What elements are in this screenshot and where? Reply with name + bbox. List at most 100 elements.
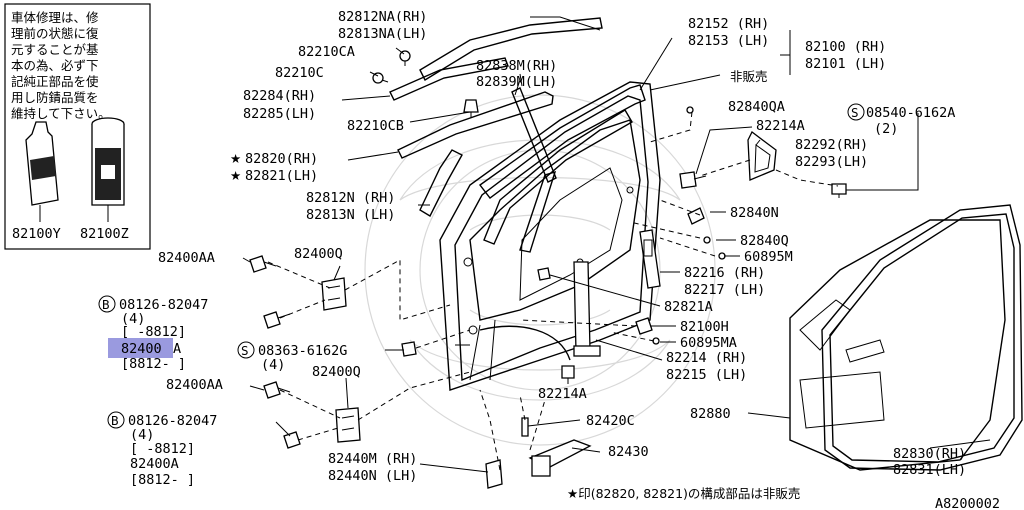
clip-82210C (372, 72, 389, 84)
product-label-82100y: 82100Y (12, 226, 61, 242)
star-mark: ★ (230, 168, 241, 183)
plug-82840QA (686, 106, 694, 114)
label-82100: 82100 (RH) (805, 39, 886, 55)
label-82400A-bottom: 82400A (130, 456, 179, 472)
label-82420C: 82420C (586, 413, 635, 429)
label-82821: 82821(LH) (245, 168, 318, 184)
label-08363-qty: (4) (261, 357, 285, 373)
label-82210C: 82210C (275, 65, 324, 81)
plug-82100H (635, 317, 653, 335)
check-link-82430 (528, 439, 592, 477)
label-82812N: 82812N (RH) (306, 190, 395, 206)
label-82400Q-top: 82400Q (294, 246, 343, 262)
label-82214A-top: 82214A (756, 118, 805, 134)
striker-82216 (639, 229, 661, 289)
notice-line: 車体修理は、修 (11, 10, 99, 25)
highlight-82400A (108, 338, 173, 358)
label-82214A-bottom: 82214A (538, 386, 587, 402)
bolt-82214A-bottom (561, 365, 575, 379)
label-82293: 82293(LH) (795, 154, 868, 170)
label-82214: 82214 (RH) (666, 350, 747, 366)
trim-panel-82880 (789, 219, 1006, 471)
label-82292: 82292(RH) (795, 137, 868, 153)
label-82830: 82830(RH) (893, 446, 966, 462)
label-82400AA-bottom: 82400AA (166, 377, 223, 393)
label-08126-bottom-range: [ -8812] (130, 441, 195, 457)
label-82101: 82101 (LH) (805, 56, 886, 72)
bracket-82440M (485, 459, 503, 489)
label-82284: 82284(RH) (243, 88, 316, 104)
label-8812-bottom: [8812- ] (130, 472, 195, 488)
label-08126-bottom-qty: (4) (130, 427, 154, 443)
notice-line: 用し防錆品質を (11, 90, 99, 105)
label-82215: 82215 (LH) (666, 367, 747, 383)
circle-mark-s: S (851, 105, 859, 120)
leader-lines (242, 16, 991, 473)
label-82400A-highlight: 82400 (121, 341, 162, 357)
footnote: ★印(82820, 82821)の構成部品は非販売 (567, 486, 800, 501)
label-82821A: 82821A (664, 299, 713, 315)
pin-82420C (521, 417, 529, 437)
bracket-82292 (747, 131, 777, 181)
label-82840Q: 82840Q (740, 233, 789, 249)
bolt-08126-bottom (283, 431, 301, 449)
label-82440N: 82440N (LH) (328, 468, 417, 484)
screw-08540 (831, 183, 847, 198)
sealant-tube-illustration (25, 121, 59, 222)
circle-mark-b: B (102, 297, 110, 312)
star-mark: ★ (230, 151, 241, 166)
label-82430: 82430 (608, 444, 649, 460)
label-08363: 08363-6162G (258, 343, 347, 359)
product-label-82100z: 82100Z (80, 226, 129, 242)
label-82840QA: 82840QA (728, 99, 785, 115)
label-82820: 82820(RH) (245, 151, 318, 167)
hinge-82400Q-bottom (335, 407, 361, 443)
bolt-82400AA-bottom (263, 381, 291, 399)
label-82813N: 82813N (LH) (306, 207, 395, 223)
channel-82838M (511, 79, 557, 183)
label-60895MA: 60895MA (680, 335, 737, 351)
screw-82821A-area (537, 267, 551, 281)
label-82840N: 82840N (730, 205, 779, 221)
circle-mark-s: S (241, 343, 249, 358)
clip-82210CA (399, 50, 411, 66)
label-82812NA: 82812NA(RH) (338, 9, 427, 25)
bolt-08126-top (263, 311, 291, 329)
label-not-for-sale: 非販売 (730, 69, 768, 84)
notice-line: 元することが基 (11, 42, 99, 57)
label-82831: 82831(LH) (893, 462, 966, 478)
notice-line: 維持して下さい。 (11, 106, 111, 121)
part-labels: 82812NA(RH) 82813NA(LH) 82210CA 82210C 8… (98, 9, 1000, 510)
label-82153: 82153 (LH) (688, 33, 769, 49)
label-08126-top-qty: (4) (121, 311, 145, 327)
label-08540-qty: (2) (874, 121, 898, 137)
window-frame-82152 (479, 84, 646, 245)
label-82880: 82880 (690, 406, 731, 422)
label-08126-top: 08126-82047 (119, 297, 208, 313)
clip-82210CB (463, 99, 479, 118)
bar-82214 (573, 261, 601, 357)
label-8812-top: [8812- ] (121, 356, 186, 372)
notice-text: 車体修理は、修 理前の状態に復 元することが基 本の為、必ず下 記純正部品を使 … (11, 10, 111, 121)
bolt-82214A-top (679, 171, 707, 189)
label-82400A-suffix: A (173, 341, 181, 357)
label-82152: 82152 (RH) (688, 16, 769, 32)
circle-mark-b: B (111, 413, 119, 428)
bolt-08363 (401, 341, 417, 357)
label-82839M: 82839M(LH) (476, 74, 557, 90)
label-82400AA-top: 82400AA (158, 250, 215, 266)
notice-line: 理前の状態に復 (11, 26, 99, 41)
label-82100H: 82100H (680, 319, 729, 335)
notice-box (4, 3, 151, 250)
notice-line: 記純正部品を使 (11, 74, 99, 89)
label-82216: 82216 (RH) (684, 265, 765, 281)
label-82210CA: 82210CA (298, 44, 355, 60)
weatherstrip-82830 (821, 204, 1023, 471)
label-82813NA: 82813NA(LH) (338, 26, 427, 42)
notice-line: 本の為、必ず下 (11, 58, 99, 73)
rustproof-can-illustration (91, 117, 125, 222)
label-08540: 08540-6162A (866, 105, 955, 121)
moulding-82820 (397, 91, 554, 159)
label-82440M: 82440M (RH) (328, 451, 417, 467)
